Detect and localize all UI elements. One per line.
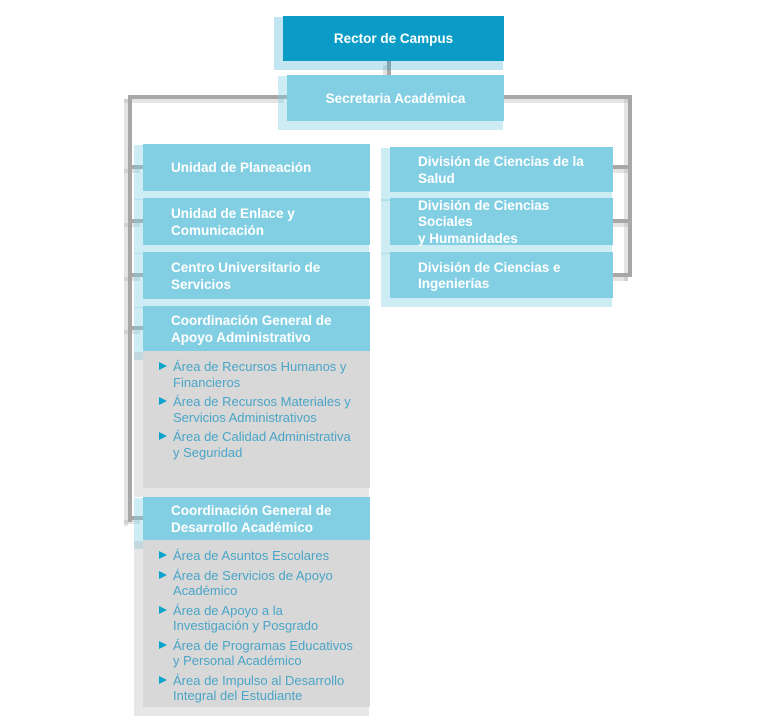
node-division-ciencias-ingenierias: División de Ciencias e Ingenierías (390, 252, 613, 298)
node-label: Centro Universitario de Servicios (171, 260, 321, 292)
triangle-bullet-icon (159, 605, 167, 614)
list-item-label: Área de Asuntos Escolares (173, 548, 330, 563)
list-item-label: Área de Servicios de Apoyo Académico (173, 567, 333, 599)
list-item-label: Área de Apoyo a la Investigación y Posgr… (173, 602, 319, 634)
connector-stub-centro-universitario (128, 273, 144, 277)
node-label: División de Ciencias Sociales y Humanida… (418, 197, 550, 246)
panel-desarrollo-academico: Área de Asuntos Escolares Área de Servic… (143, 540, 370, 707)
connector-left-horizontal (128, 95, 288, 99)
list-item: Área de Calidad Administrativa y Segurid… (159, 429, 366, 460)
list-item: Área de Impulso al Desarrollo Integral d… (159, 673, 366, 704)
node-coordinacion-apoyo-administrativo: Coordinación General de Apoyo Administra… (143, 306, 370, 351)
connector-right-horizontal (503, 95, 632, 99)
connector-right-trunk (628, 95, 632, 277)
connector-left-trunk (128, 95, 132, 522)
node-secretaria-academica: Secretaria Académica (287, 75, 504, 121)
triangle-bullet-icon (159, 551, 167, 559)
node-label: Unidad de Enlace y Comunicación (171, 206, 295, 238)
node-division-ciencias-salud: División de Ciencias de la Salud (390, 147, 613, 192)
list-item: Área de Recursos Materiales y Servicios … (159, 394, 366, 425)
node-label: Coordinación General de Apoyo Administra… (171, 313, 332, 345)
triangle-bullet-icon (159, 640, 167, 649)
list-item: Área de Servicios de Apoyo Académico (159, 568, 366, 599)
list-item: Área de Recursos Humanos y Financieros (159, 359, 366, 390)
node-label: Coordinación General de Desarrollo Acadé… (171, 503, 332, 535)
connector-stub-division-salud (611, 165, 632, 169)
panel-apoyo-administrativo: Área de Recursos Humanos y Financieros Á… (143, 351, 370, 488)
node-unidad-de-planeacion: Unidad de Planeación (143, 144, 370, 191)
list-item-label: Área de Calidad Administrativa y Segurid… (173, 429, 351, 460)
triangle-bullet-icon (159, 675, 167, 684)
connector-stub-unidad-enlace (128, 219, 144, 223)
node-label: Rector de Campus (333, 31, 454, 47)
node-unidad-de-enlace: Unidad de Enlace y Comunicación (143, 198, 370, 245)
list-item: Área de Apoyo a la Investigación y Posgr… (159, 603, 366, 634)
triangle-bullet-icon (159, 432, 167, 440)
connector-stub-unidad-planeacion (128, 165, 144, 169)
node-coordinacion-desarrollo-academico: Coordinación General de Desarrollo Acadé… (143, 497, 370, 540)
node-rector-de-campus: Rector de Campus (283, 16, 504, 61)
node-division-ciencias-sociales: División de Ciencias Sociales y Humanida… (390, 197, 613, 246)
list-item-label: Área de Impulso al Desarrollo Integral d… (173, 672, 345, 704)
triangle-bullet-icon (159, 397, 167, 405)
triangle-bullet-icon (159, 570, 167, 579)
connector-stub-division-sociales (611, 219, 632, 223)
node-label: División de Ciencias e Ingenierías (418, 259, 561, 292)
list-item: Área de Asuntos Escolares (159, 548, 366, 564)
triangle-bullet-icon (159, 362, 167, 370)
node-label: Secretaria Académica (325, 90, 466, 106)
list-item-label: Área de Recursos Humanos y Financieros (173, 359, 347, 390)
node-centro-universitario: Centro Universitario de Servicios (143, 252, 370, 299)
node-label: Unidad de Planeación (171, 160, 312, 176)
list-item-label: Área de Programas Educativos y Personal … (173, 637, 353, 669)
list-item-label: Área de Recursos Materiales y Servicios … (173, 394, 351, 425)
connector-rector-secretaria (387, 61, 391, 75)
connector-stub-apoyo-administrativo (128, 326, 144, 330)
list-item: Área de Programas Educativos y Personal … (159, 638, 366, 669)
connector-stub-division-ingenierias (611, 273, 632, 277)
connector-stub-desarrollo-academico (128, 516, 144, 520)
node-label: División de Ciencias de la Salud (418, 154, 584, 186)
